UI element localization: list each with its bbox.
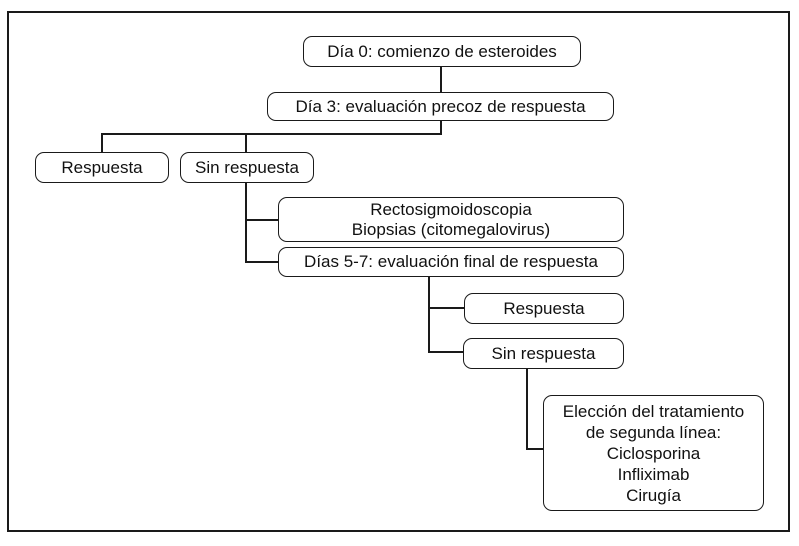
node-no-response-early: Sin respuesta xyxy=(180,152,314,183)
connector-stub-day57 xyxy=(246,261,278,263)
node-second-line-title1: Elección del tratamiento xyxy=(562,401,745,421)
diagram-border xyxy=(7,11,790,532)
node-response-early: Respuesta xyxy=(35,152,169,183)
connector-day0-day3 xyxy=(440,66,442,93)
connector-day3-branch xyxy=(440,120,442,135)
node-rectosigmoidoscopy-line2: Biopsias (citomegalovirus) xyxy=(351,219,551,239)
connector-no-response-early-down xyxy=(245,182,247,263)
node-rectosigmoidoscopy-line1: Rectosigmoidoscopia xyxy=(370,199,532,219)
connector-stub-no-response-final xyxy=(429,351,464,353)
node-response-final: Respuesta xyxy=(464,293,624,324)
connector-stub-second-line xyxy=(527,448,544,450)
node-second-line-title2: de segunda línea: xyxy=(585,422,722,442)
connector-branch-no-response-early xyxy=(245,134,247,152)
node-second-line-option-cirugia: Cirugía xyxy=(626,485,681,505)
node-second-line-option-infliximab: Infliximab xyxy=(617,464,690,484)
node-no-response-final-label: Sin respuesta xyxy=(491,343,596,363)
node-day0: Día 0: comienzo de esteroides xyxy=(303,36,581,67)
node-rectosigmoidoscopy: Rectosigmoidoscopia Biopsias (citomegalo… xyxy=(278,197,624,242)
node-second-line-treatment: Elección del tratamiento de segunda líne… xyxy=(543,395,764,511)
node-day57: Días 5-7: evaluación final de respuesta xyxy=(278,247,624,277)
connector-branch-horizontal xyxy=(101,133,442,135)
node-day0-label: Día 0: comienzo de esteroides xyxy=(327,41,557,61)
connector-stub-response-final xyxy=(429,307,465,309)
node-day57-label: Días 5-7: evaluación final de respuesta xyxy=(304,252,598,271)
node-response-final-label: Respuesta xyxy=(503,298,585,318)
node-day3: Día 3: evaluación precoz de respuesta xyxy=(267,92,614,121)
node-day3-label: Día 3: evaluación precoz de respuesta xyxy=(295,96,586,116)
node-no-response-early-label: Sin respuesta xyxy=(195,157,299,177)
node-no-response-final: Sin respuesta xyxy=(463,338,624,369)
node-second-line-option-ciclosporina: Ciclosporina xyxy=(606,443,701,463)
connector-no-response-final-down xyxy=(526,368,528,450)
connector-branch-response-early xyxy=(101,134,103,152)
connector-day57-down xyxy=(428,276,430,353)
connector-stub-rectosigmoidoscopy xyxy=(246,219,278,221)
node-response-early-label: Respuesta xyxy=(61,157,143,177)
